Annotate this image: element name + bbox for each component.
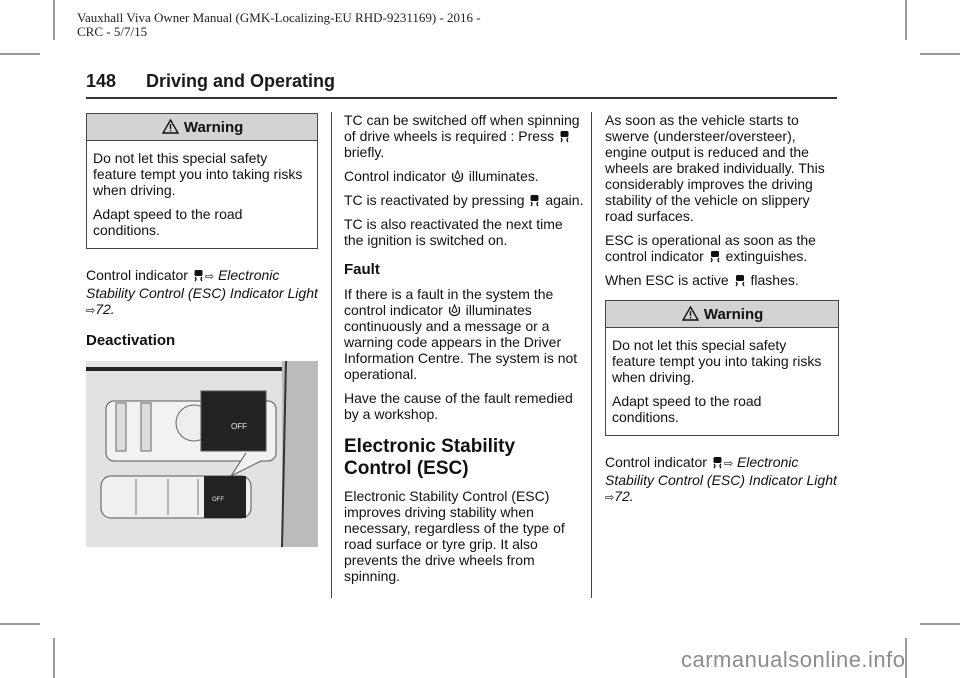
fault-heading: Fault — [344, 261, 380, 278]
page-reference[interactable]: 72. — [95, 301, 115, 317]
document-header: Vauxhall Viva Owner Manual (GMK-Localizi… — [77, 11, 481, 39]
column-3: As soon as the vehicle starts to swerve … — [605, 112, 839, 514]
paragraph: TC is also reactivated the next time the… — [344, 216, 563, 248]
section-title: Driving and Operating — [146, 71, 336, 91]
column-2: TC can be switched off when spinning of … — [344, 112, 584, 592]
crop-mark — [905, 638, 907, 678]
header-line-2: CRC - 5/7/15 — [77, 24, 148, 39]
esc-skid-icon — [194, 270, 203, 282]
reference-arrow-icon: ⇨ — [86, 305, 96, 317]
paragraph: Have the cause of the fault remedied by … — [344, 390, 573, 422]
paragraph: If there is a fault in the system the co… — [344, 286, 578, 382]
crop-mark — [920, 623, 960, 625]
page-title: 148 Driving and Operating — [86, 71, 335, 92]
warning-triangle-icon — [681, 306, 699, 321]
esc-skid-icon — [713, 457, 722, 469]
warning-box: Warning Do not let this special safety f… — [605, 300, 839, 436]
crop-mark — [920, 53, 960, 55]
warning-triangle-icon — [161, 119, 179, 134]
page-number: 148 — [86, 71, 117, 91]
deactivation-heading: Deactivation — [86, 332, 176, 349]
paragraph: As soon as the vehicle starts to swerve … — [605, 112, 825, 224]
paragraph: Electronic Stability Control (ESC) impro… — [344, 488, 565, 584]
svg-text:OFF: OFF — [212, 497, 224, 503]
crop-mark — [53, 0, 55, 40]
warning-text: Do not let this special safety feature t… — [612, 337, 822, 385]
control-indicator-reference: Control indicator ⇨ Electronic Stability… — [605, 454, 837, 504]
warning-text: Do not let this special safety feature t… — [93, 150, 303, 198]
crop-mark — [0, 53, 40, 55]
warning-text: Adapt speed to the road conditions. — [612, 393, 762, 425]
column-divider — [331, 112, 332, 598]
crop-mark — [53, 638, 55, 678]
crop-mark — [0, 623, 40, 625]
esc-indicator-link[interactable]: Electronic Stability Control (ESC) Indic… — [605, 454, 837, 488]
reference-arrow-icon: ⇨ — [204, 271, 215, 283]
esc-heading: Electronic Stability Control (ESC) — [344, 436, 516, 479]
warning-header: Warning — [87, 114, 317, 141]
reference-arrow-icon: ⇨ — [723, 458, 734, 470]
esc-indicator-icon — [735, 275, 745, 287]
tc-off-indicator-icon — [448, 303, 460, 317]
warning-header: Warning — [606, 301, 838, 328]
title-divider — [86, 97, 837, 99]
control-indicator-reference: Control indicator ⇨ Electronic Stability… — [86, 267, 318, 317]
paragraph: Control indicator illuminates. — [344, 168, 539, 184]
reference-arrow-icon: ⇨ — [605, 492, 615, 504]
tc-off-indicator-icon — [451, 169, 463, 183]
header-line-1: Vauxhall Viva Owner Manual (GMK-Localizi… — [77, 10, 481, 25]
esc-indicator-icon — [710, 251, 720, 263]
paragraph: When ESC is active flashes. — [605, 272, 799, 288]
tc-button-icon — [560, 131, 569, 143]
paragraph: TC can be switched off when spinning of … — [344, 112, 580, 160]
esc-indicator-link[interactable]: Electronic Stability Control (ESC) Indic… — [86, 267, 318, 301]
paragraph: ESC is operational as soon as the contro… — [605, 232, 816, 264]
warning-title: Warning — [703, 306, 764, 323]
warning-text: Adapt speed to the road conditions. — [93, 206, 243, 238]
warning-title: Warning — [183, 119, 244, 136]
svg-text:OFF: OFF — [231, 422, 247, 431]
warning-body: Do not let this special safety feature t… — [87, 141, 317, 248]
tc-button-icon — [530, 195, 539, 207]
esc-off-button-illustration: OFF OFF — [86, 361, 318, 547]
paragraph: TC is reactivated by pressing again. — [344, 192, 584, 208]
crop-mark — [905, 0, 907, 40]
column-1: Warning Do not let this special safety f… — [86, 113, 318, 357]
column-divider — [591, 112, 592, 598]
warning-body: Do not let this special safety feature t… — [606, 328, 838, 435]
warning-box: Warning Do not let this special safety f… — [86, 113, 318, 249]
page-reference[interactable]: 72. — [614, 488, 634, 504]
watermark: carmanualsonline.info — [681, 647, 906, 672]
